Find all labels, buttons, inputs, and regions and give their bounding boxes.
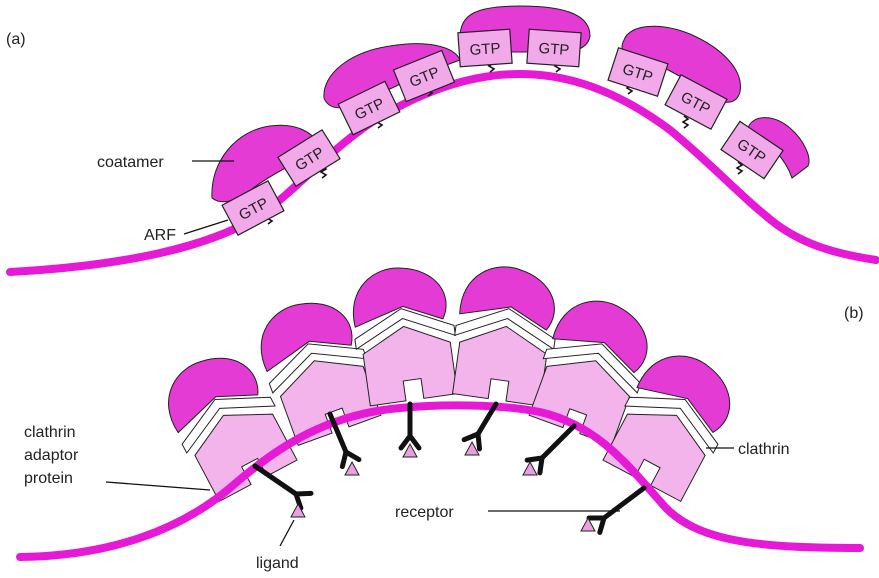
panel-b-clathrin-coat: (b) clathrin adaptor protein clathrin re… xyxy=(20,261,864,572)
arf-label: ARF xyxy=(144,227,176,244)
receptor xyxy=(255,466,311,508)
receptor-label: receptor xyxy=(395,504,454,521)
clathrin-label: clathrin xyxy=(738,441,790,458)
receptor-arm xyxy=(478,434,480,449)
arf-gtp-box: GTP xyxy=(458,29,512,67)
receptor-stem xyxy=(542,426,574,458)
receptor-arm xyxy=(296,493,311,494)
arf-anchor-squiggle xyxy=(683,116,688,128)
receptor xyxy=(527,426,574,473)
panel-b-label: (b) xyxy=(844,305,864,322)
receptor-arm xyxy=(540,458,542,473)
gtp-label: GTP xyxy=(469,40,501,59)
ligand-triangle xyxy=(345,462,359,475)
receptor-arm xyxy=(346,452,359,460)
ligand-label: ligand xyxy=(256,555,299,572)
receptor xyxy=(589,488,644,532)
membrane-a xyxy=(10,74,876,272)
gtp-label: GTP xyxy=(538,40,570,59)
receptor xyxy=(464,404,496,449)
clathrin-coat-units xyxy=(151,261,748,504)
clathrin-unit xyxy=(151,340,302,504)
adaptor-label-line2: adaptor xyxy=(24,447,79,464)
clathrin-triskelion xyxy=(551,289,659,375)
adaptor-label-line xyxy=(106,482,210,490)
ligand-triangle xyxy=(291,504,305,517)
arf-gtp-box: GTP xyxy=(527,29,581,67)
adaptor-label-line3: protein xyxy=(24,470,73,487)
receptor-stem xyxy=(604,488,644,518)
ligand-triangle xyxy=(523,462,537,475)
ligand-label-line xyxy=(280,520,294,546)
adaptor-label-line1: clathrin xyxy=(24,424,76,441)
coatamer-label: coatamer xyxy=(97,154,164,171)
membrane-b xyxy=(20,405,860,557)
panel-a-label: (a) xyxy=(6,31,26,48)
